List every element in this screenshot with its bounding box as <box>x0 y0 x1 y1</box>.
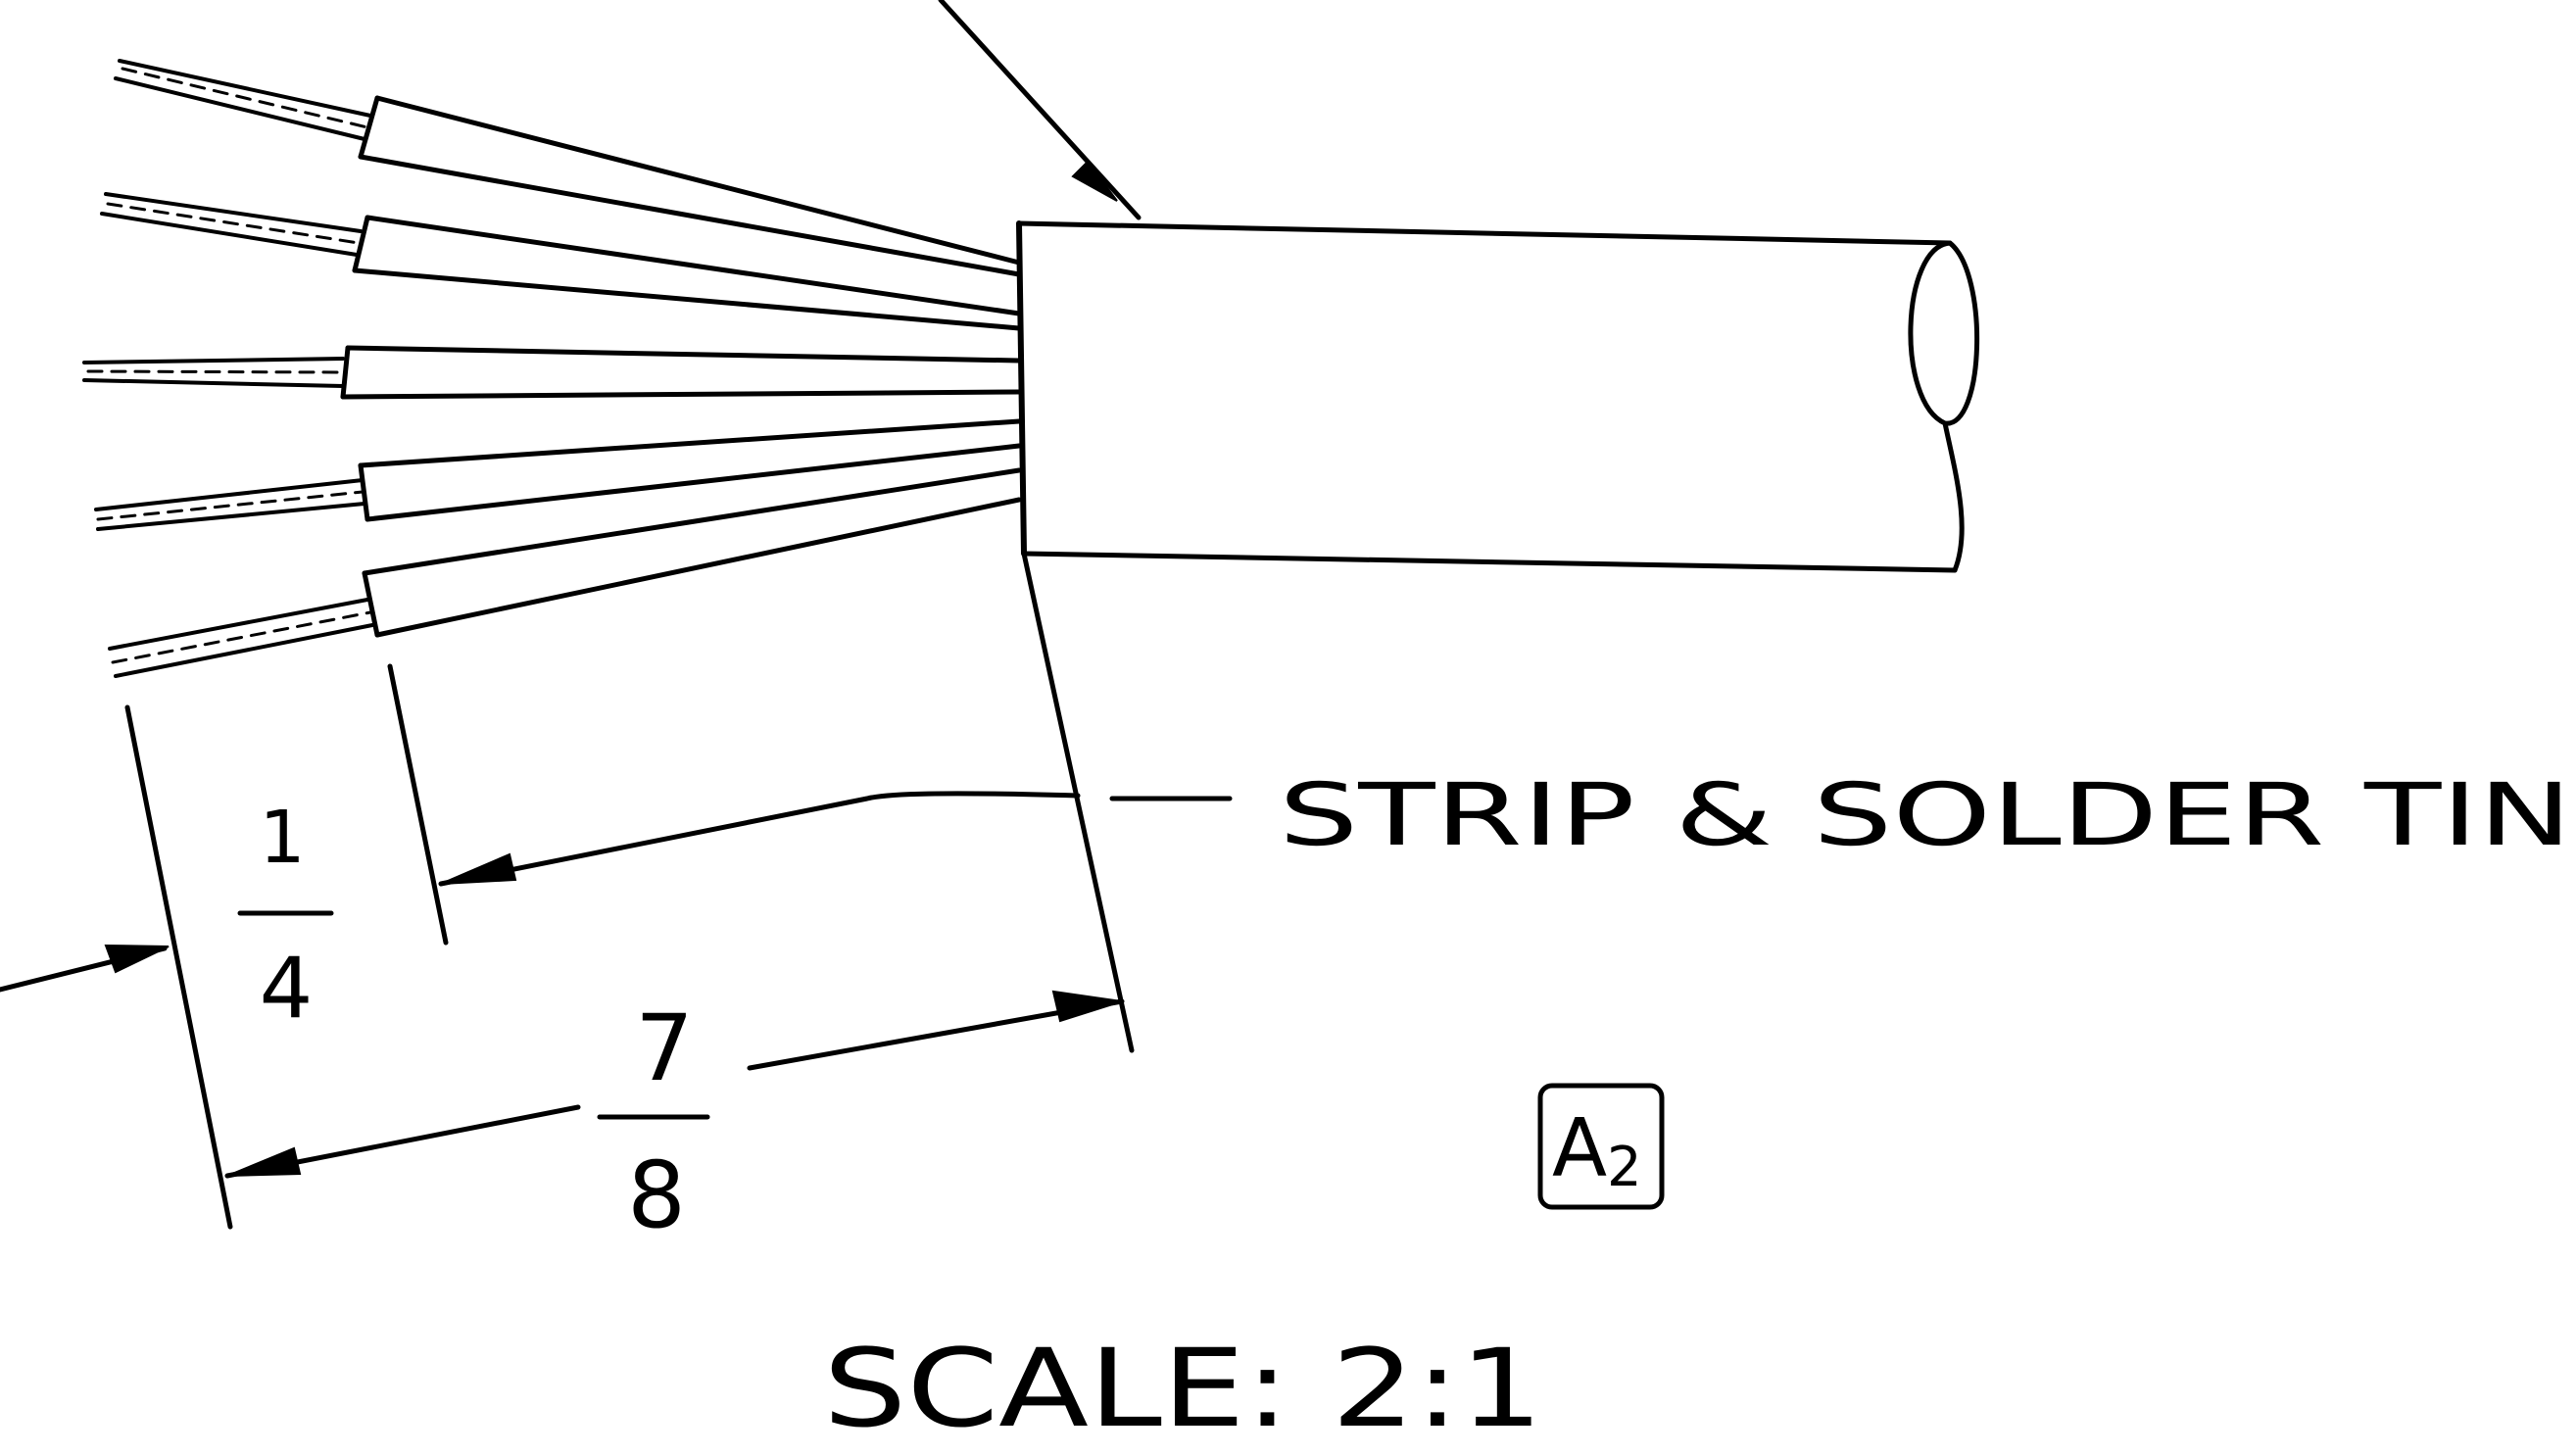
quarter-dimension-label: 1 4 <box>237 796 334 1038</box>
jacket-cut-face <box>1016 220 1027 557</box>
scale-label: SCALE: 2:1 <box>823 1326 1543 1451</box>
jacket-break-line <box>1908 240 1979 573</box>
top-leader-arrow <box>938 0 1142 220</box>
quarter-denominator: 4 <box>260 940 314 1038</box>
conductor-5 <box>108 467 1022 678</box>
seven-eighths-dimension-label: 7 8 <box>597 995 710 1249</box>
conductors <box>82 59 1022 678</box>
reference-tag-subscript: 2 <box>1607 1136 1642 1199</box>
conductor-3 <box>82 345 1022 400</box>
cable-jacket <box>1016 220 1979 573</box>
reference-tag-a2: A 2 <box>1537 1083 1665 1210</box>
extension-line-jacket-end <box>1021 551 1135 1053</box>
conductor-1 <box>114 59 1022 277</box>
reference-tag-letter: A <box>1552 1102 1607 1195</box>
seven-eighths-denominator: 8 <box>627 1142 686 1249</box>
callout-label-group: STRIP & SOLDER TIN <box>1279 764 2572 865</box>
seven-eighths-numerator: 7 <box>635 995 694 1102</box>
dimension-lines <box>0 551 1233 1230</box>
strip-solder-tin-label: STRIP & SOLDER TIN <box>1279 764 2572 865</box>
quarter-numerator: 1 <box>259 796 305 880</box>
extension-line-wire-tip <box>124 704 233 1230</box>
conductor-4 <box>94 418 1022 531</box>
strip-callout-leader <box>438 791 1233 887</box>
extension-line-strip-end <box>387 663 449 946</box>
scale-label-group: SCALE: 2:1 <box>823 1326 1543 1451</box>
reference-tag-box <box>1537 1083 1665 1210</box>
conductor-2 <box>100 192 1022 331</box>
jacket-bottom-edge <box>1021 551 1958 573</box>
jacket-top-edge <box>1016 220 1953 246</box>
